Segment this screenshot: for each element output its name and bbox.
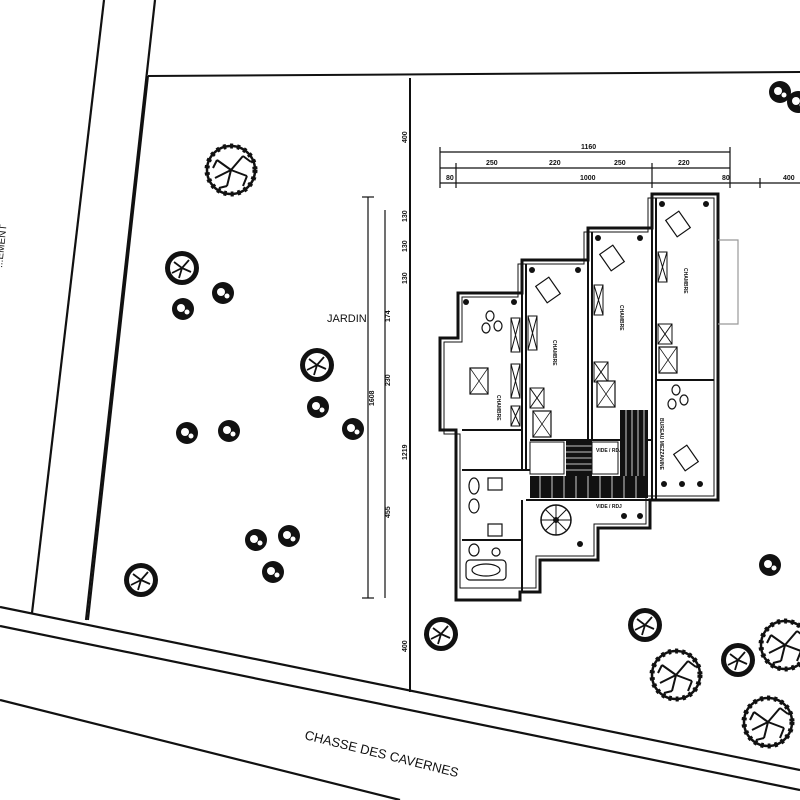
bush-icon xyxy=(759,554,781,576)
tree-icon xyxy=(123,562,159,598)
bush-icon xyxy=(262,561,284,583)
bed-icon xyxy=(469,367,489,395)
bush-icon xyxy=(172,298,194,320)
dim-e: 80 xyxy=(446,175,454,182)
dim-b: 220 xyxy=(549,160,561,167)
dim-v7: 230 xyxy=(385,374,392,386)
dim-v4: 130 xyxy=(402,272,409,284)
tree-icon xyxy=(207,146,255,194)
bed-icon xyxy=(532,410,552,438)
stair-block xyxy=(530,410,648,498)
bush-icon xyxy=(218,420,240,442)
tree-icon xyxy=(744,698,792,746)
spiral-staircase xyxy=(540,504,572,536)
bed-icon xyxy=(658,346,678,374)
room-label-office: BUREAU MEZZANINE xyxy=(658,418,664,471)
tree-icon xyxy=(761,621,800,669)
bush-icon xyxy=(342,418,364,440)
bush-icon xyxy=(245,529,267,551)
building-footprint xyxy=(438,192,739,602)
dim-v8: 1219 xyxy=(402,444,409,460)
property-boundary xyxy=(87,71,800,692)
left-dimension-labels: 400 130 130 130 174 1608 230 1219 455 40… xyxy=(369,131,409,652)
tree-icon xyxy=(423,616,459,652)
dim-g: 80 xyxy=(722,175,730,182)
top-dimension-labels: 1160 250 220 250 220 80 1000 80 400 xyxy=(446,144,795,182)
dim-a: 250 xyxy=(486,160,498,167)
tree-icon xyxy=(720,642,756,678)
room-label-bedroom-2: CHAMBRE xyxy=(551,340,557,366)
room-labels: CHAMBRE CHAMBRE CHAMBRE CHAMBRE BUREAU M… xyxy=(495,268,688,510)
top-dimensions xyxy=(439,147,800,188)
garden-dimension xyxy=(362,196,386,599)
dim-f: 1000 xyxy=(580,175,596,182)
dim-v5: 174 xyxy=(385,310,392,322)
dim-d: 220 xyxy=(678,160,690,167)
room-label-bedroom-1: CHAMBRE xyxy=(495,395,501,421)
dim-v6: 1608 xyxy=(369,390,376,406)
dim-v9: 455 xyxy=(385,506,392,518)
bush-icon xyxy=(278,525,300,547)
bush-icon xyxy=(307,396,329,418)
dim-c: 250 xyxy=(614,160,626,167)
room-label-bedroom-3: CHAMBRE xyxy=(618,305,624,331)
dim-v1: 400 xyxy=(402,131,409,143)
street-label: CHASSE DES CAVERNES xyxy=(303,727,460,780)
dim-v10: 400 xyxy=(402,640,409,652)
room-label-bedroom-4: CHAMBRE xyxy=(682,268,688,294)
side-road xyxy=(30,0,157,621)
bush-icon xyxy=(212,282,234,304)
main-road xyxy=(0,605,800,800)
tree-icon xyxy=(652,651,700,699)
tree-icon xyxy=(164,250,200,286)
tree-icon xyxy=(299,347,335,383)
room-label-void-1: VIDE / RDJ xyxy=(596,448,622,454)
bush-icon xyxy=(176,422,198,444)
dim-total: 1160 xyxy=(581,144,596,151)
garden-label: JARDIN xyxy=(327,313,367,325)
dim-h: 400 xyxy=(783,175,795,182)
tree-icon xyxy=(627,607,663,643)
dim-v2: 130 xyxy=(402,210,409,222)
room-label-void-2: VIDE / RDJ xyxy=(596,504,622,510)
side-street-label: ...EMENT xyxy=(0,224,10,268)
dim-v3: 130 xyxy=(402,240,409,252)
bed-icon xyxy=(596,380,616,408)
